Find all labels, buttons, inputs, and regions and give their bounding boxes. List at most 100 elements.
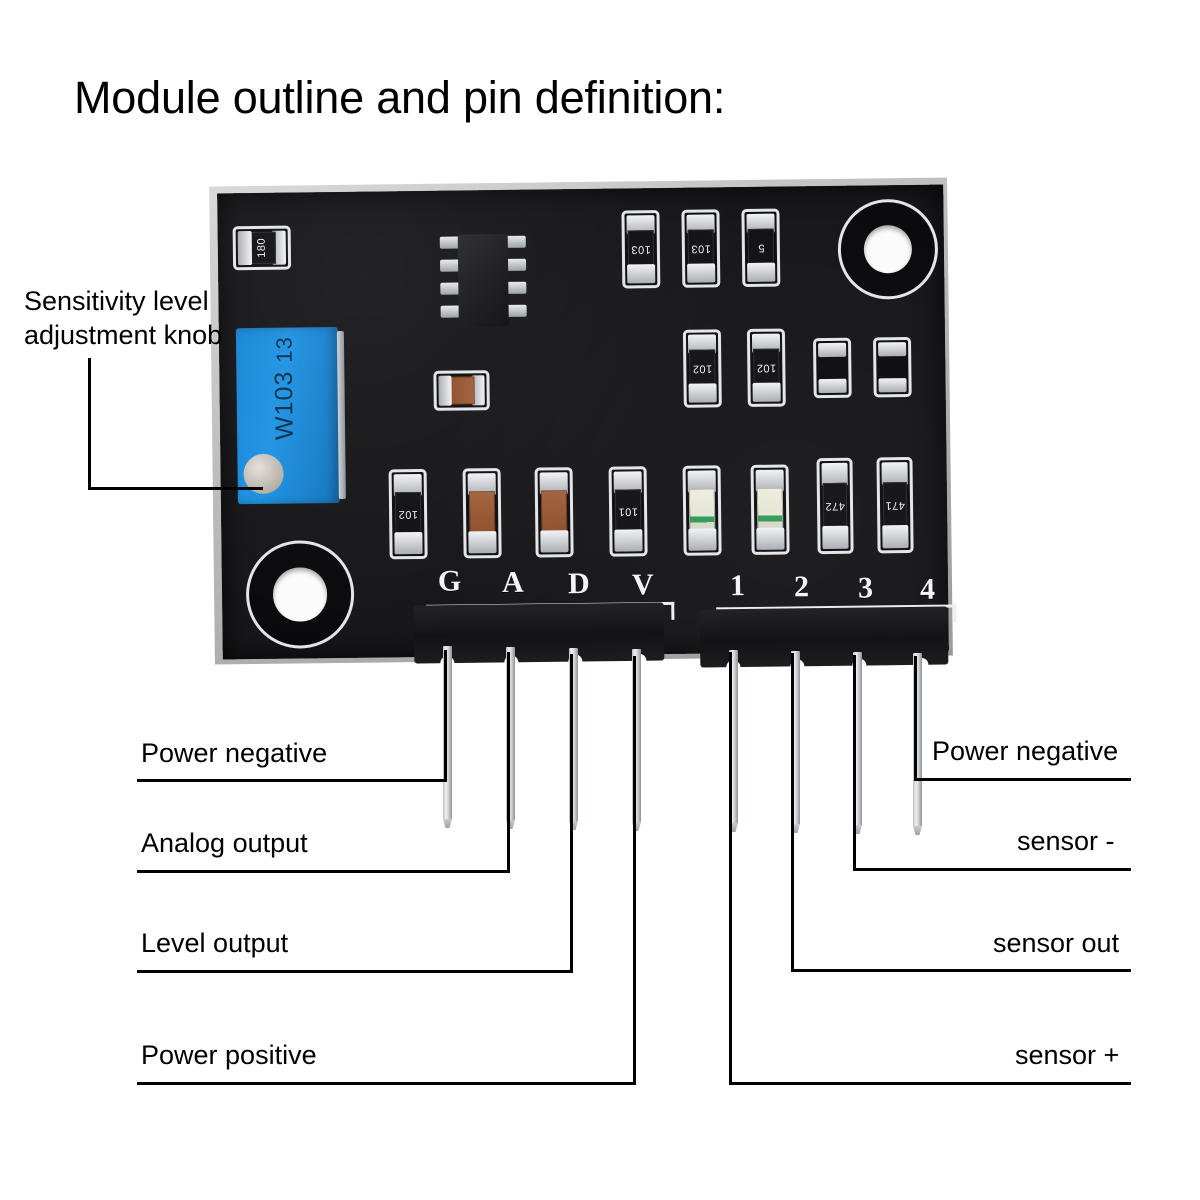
leader-4-vertical xyxy=(914,656,917,781)
led-lens xyxy=(688,488,716,533)
led-a xyxy=(682,465,722,556)
resistor-471: 471 xyxy=(876,456,914,554)
resistor-code: 180 xyxy=(248,231,276,265)
pot-marking-line2: 13 xyxy=(271,336,297,363)
sensitivity-adjustment-knob[interactable]: W103 13 xyxy=(235,326,346,505)
resistor-code: 472 xyxy=(822,482,848,530)
pad-terminal xyxy=(818,342,847,358)
pcb-solder-mask: 180 xyxy=(217,184,957,660)
silk-label-G: G xyxy=(437,564,462,598)
pad-terminal xyxy=(468,531,497,554)
leader-4-horizontal xyxy=(914,778,1131,781)
pad-terminal xyxy=(747,262,776,282)
pot-metal-strip xyxy=(336,330,346,499)
pad-terminal xyxy=(688,528,717,551)
callout-left-analog-output: Analog output xyxy=(141,828,308,858)
resistor-code: 102 xyxy=(394,492,422,537)
capacitor-a xyxy=(462,468,502,559)
resistor-103-b: 103 xyxy=(681,209,721,288)
pin-G[interactable] xyxy=(443,646,452,821)
silk-label-V: V xyxy=(631,568,654,602)
leader-1-vertical xyxy=(729,652,732,1085)
silk-label-A: A xyxy=(501,565,524,600)
leader-D-vertical xyxy=(570,654,573,973)
leader-2-vertical xyxy=(791,653,794,972)
callout-left-power-negative: Power negative xyxy=(141,738,328,768)
pad-terminal xyxy=(822,525,849,550)
resistor-102-c: 102 xyxy=(388,468,428,560)
ic-pin xyxy=(506,304,527,317)
resistor-code: 101 xyxy=(614,489,642,534)
resistor-code: 102 xyxy=(689,349,716,388)
pad-terminal xyxy=(878,342,907,357)
callout-right-sensor-minus: sensor - xyxy=(1017,826,1115,856)
pad-terminal xyxy=(882,524,909,549)
leader-G-horizontal xyxy=(137,779,447,782)
ic-pin xyxy=(505,235,526,248)
leader-D-horizontal xyxy=(137,970,573,973)
mounting-hole-top-right xyxy=(837,198,939,300)
resistor-code: 5 xyxy=(747,228,775,267)
pad-terminal xyxy=(627,264,656,284)
callout-right-sensor-out: sensor out xyxy=(993,928,1120,958)
callout-right-power-negative: Power negative xyxy=(932,736,1119,766)
leader-G-vertical xyxy=(444,650,447,782)
callout-knob-line2: adjustment knob xyxy=(24,320,223,350)
pad-terminal xyxy=(752,382,781,402)
ic-body xyxy=(457,233,509,327)
page-title: Module outline and pin definition: xyxy=(74,72,726,123)
resistor-102-b: 102 xyxy=(746,328,786,407)
resistor-top-right: 5 xyxy=(741,208,781,288)
resistor-code: 103 xyxy=(687,229,715,268)
capacitor-body xyxy=(468,491,496,536)
pad-terminal xyxy=(756,527,785,550)
resistor-472: 472 xyxy=(816,457,854,555)
pad-terminal xyxy=(614,529,643,552)
leader-A-vertical xyxy=(507,652,510,873)
resistor-101: 101 xyxy=(608,466,648,557)
silk-label-1: 1 xyxy=(729,569,746,603)
leader-knob-horizontal xyxy=(88,487,263,490)
ic-pin xyxy=(506,258,527,271)
solder-pad-upper-a xyxy=(812,337,852,399)
silk-label-D: D xyxy=(567,566,590,601)
pad-terminal xyxy=(878,378,907,393)
pin-A[interactable] xyxy=(506,647,515,822)
pad-terminal xyxy=(394,532,423,555)
resistor-code: 103 xyxy=(627,230,655,269)
led-b xyxy=(750,464,790,555)
leader-V-horizontal xyxy=(137,1082,636,1085)
pin-3[interactable] xyxy=(853,652,862,827)
silk-label-3: 3 xyxy=(857,571,874,605)
pin-V[interactable] xyxy=(632,649,641,824)
pin-1[interactable] xyxy=(729,650,738,825)
resistor-code: 471 xyxy=(882,481,908,529)
mounting-hole-bottom-left xyxy=(245,539,355,650)
pad-terminal xyxy=(438,375,452,406)
hole-bore xyxy=(863,224,913,274)
callout-right-sensor-plus: sensor + xyxy=(1015,1040,1120,1070)
capacitor-center xyxy=(433,370,490,411)
leader-A-horizontal xyxy=(137,870,510,873)
hole-bore xyxy=(273,567,327,622)
callout-knob-line1: Sensitivity level xyxy=(24,286,209,316)
pin-2[interactable] xyxy=(791,651,800,826)
resistor-102-a: 102 xyxy=(682,329,722,408)
pin-D[interactable] xyxy=(569,648,578,823)
callout-left-level-output: Level output xyxy=(141,928,289,958)
pot-marking: W103 13 xyxy=(269,318,300,458)
capacitor-body xyxy=(448,376,475,405)
pin-4[interactable] xyxy=(913,653,922,828)
leader-1-horizontal xyxy=(729,1082,1131,1085)
pad-terminal xyxy=(688,383,717,403)
capacitor-b xyxy=(534,467,574,558)
solder-pad-upper-b xyxy=(872,336,912,398)
capacitor-body xyxy=(540,490,568,535)
resistor-code: 102 xyxy=(753,348,780,387)
pad-terminal xyxy=(237,231,252,266)
pad-terminal xyxy=(818,378,847,394)
silk-label-4: 4 xyxy=(919,572,936,606)
pad-terminal xyxy=(540,530,569,553)
comparator-ic xyxy=(439,230,527,331)
